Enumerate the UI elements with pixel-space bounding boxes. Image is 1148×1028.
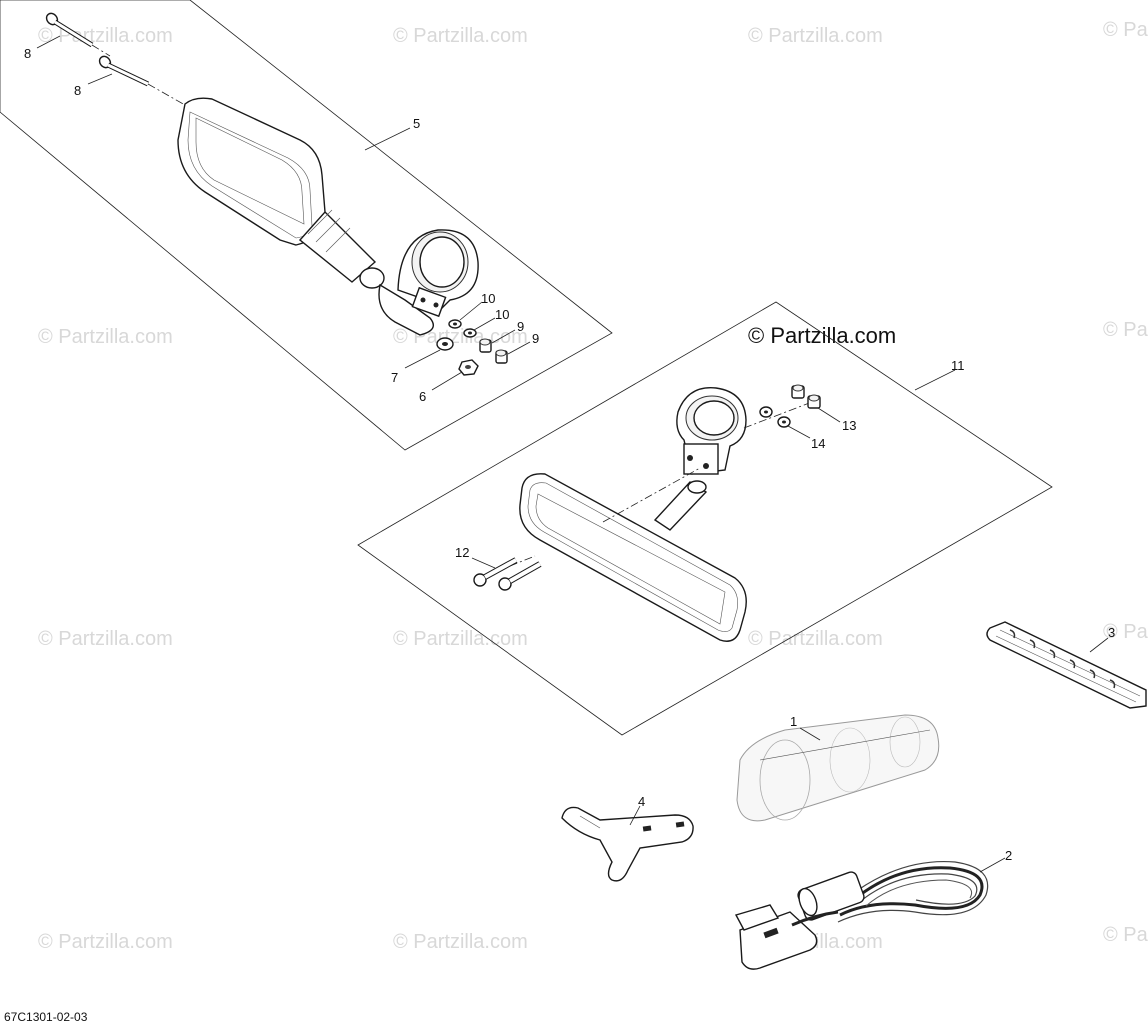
rearview-mirror-group: 11 13 14 12 [357, 301, 1053, 736]
watermark: © Partzilla.com [393, 628, 528, 650]
watermark: © Partzilla.com [38, 628, 173, 650]
washer-14b[interactable] [777, 416, 791, 428]
rearview-mirror[interactable] [519, 387, 747, 642]
cable-harness[interactable]: 2 [734, 848, 1012, 970]
watermark: © Partzilla.com [38, 25, 173, 47]
nut-9b[interactable] [495, 349, 508, 364]
callout-4: 4 [638, 794, 645, 809]
rearview-panel-outline [357, 301, 1053, 736]
watermark: © Partzilla.com [393, 25, 528, 47]
wrench-tool[interactable]: 4 [561, 794, 694, 882]
screw-12a[interactable] [473, 557, 518, 587]
axis-line [147, 83, 186, 106]
screw-8a[interactable] [44, 11, 94, 48]
callout-11: 11 [951, 358, 965, 373]
callout-10b: 10 [495, 307, 509, 322]
watermark: © Partzilla.com [1103, 19, 1148, 41]
watermark: © Partzilla.com [1103, 319, 1148, 341]
axis-line [602, 467, 701, 523]
document-id: 67C1301-02-03 [4, 1010, 88, 1023]
callout-12: 12 [455, 545, 469, 560]
screw-8b[interactable] [97, 54, 150, 87]
protective-cover[interactable]: 1 [736, 714, 940, 822]
watermark-main: © Partzilla.com [748, 323, 896, 348]
axis-line [479, 555, 536, 579]
callout-10a: 10 [481, 291, 495, 306]
watermark: © Partzilla.com [1103, 924, 1148, 946]
callout-14: 14 [811, 436, 825, 451]
nut-13a[interactable] [791, 384, 805, 399]
can-am-decal[interactable]: 3 [986, 621, 1147, 709]
washer-10a[interactable] [448, 319, 462, 329]
washer-14a[interactable] [759, 406, 773, 418]
callout-5: 5 [413, 116, 420, 131]
callout-8b: 8 [74, 83, 81, 98]
watermark: © Partzilla.com [38, 326, 173, 348]
callout-1: 1 [790, 714, 797, 729]
washer-7[interactable] [436, 337, 454, 351]
watermark: © Partzilla.com [748, 25, 883, 47]
screw-12b[interactable] [498, 561, 542, 591]
callout-9b: 9 [532, 331, 539, 346]
side-mirror-group: 8 8 5 10 10 9 9 7 6 [0, 0, 613, 451]
axis-line [743, 401, 813, 429]
callout-6: 6 [419, 389, 426, 404]
callout-13: 13 [842, 418, 856, 433]
callout-9a: 9 [517, 319, 524, 334]
nut-6[interactable] [458, 359, 479, 376]
nut-9a[interactable] [479, 338, 492, 353]
watermark: © Partzilla.com [393, 931, 528, 953]
washer-10b[interactable] [463, 328, 477, 338]
side-mirror-panel-outline [0, 0, 613, 451]
callout-8a: 8 [24, 46, 31, 61]
side-mirror[interactable] [177, 97, 479, 336]
nut-13b[interactable] [807, 394, 821, 409]
callout-2: 2 [1005, 848, 1012, 863]
watermark: © Partzilla.com [1103, 621, 1148, 643]
watermark: © Partzilla.com [748, 628, 883, 650]
callout-3: 3 [1108, 625, 1115, 640]
callout-7: 7 [391, 370, 398, 385]
axis-line [91, 44, 111, 57]
watermark: © Partzilla.com [38, 931, 173, 953]
